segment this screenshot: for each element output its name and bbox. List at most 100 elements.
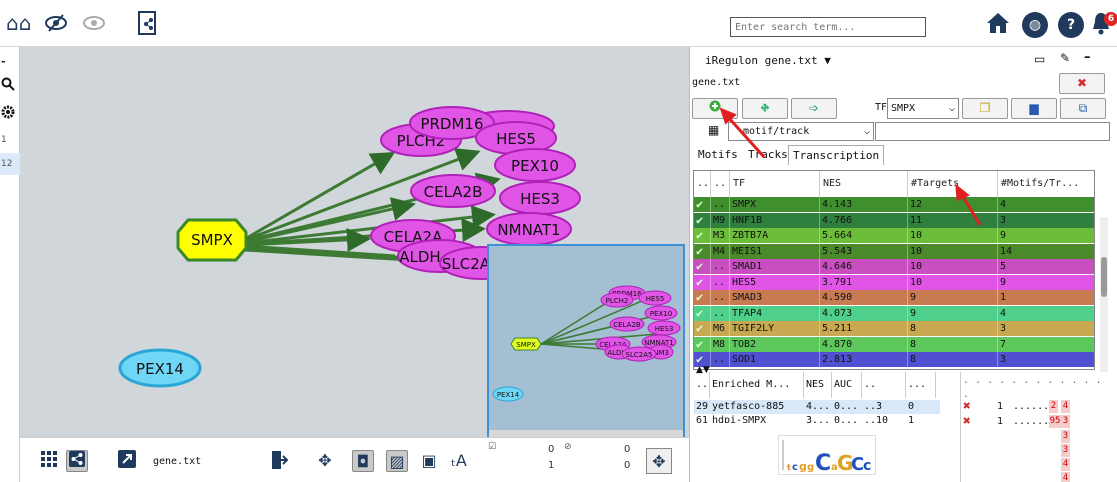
notification-badge: 6 <box>1104 12 1117 26</box>
column-header[interactable]: NES <box>820 171 908 197</box>
node-nmnat1[interactable]: NMNAT1 <box>486 212 572 246</box>
column-header[interactable]: TF <box>730 171 820 197</box>
filter-input[interactable] <box>875 122 1110 141</box>
eye-slash-icon[interactable]: ⊘ <box>564 442 572 452</box>
maximize-icon[interactable]: ▭ <box>1034 52 1046 66</box>
panel-menu-arrow[interactable]: ▼ <box>824 54 831 67</box>
filter-select[interactable]: motif/track⌵ <box>728 122 874 141</box>
svg-text:G: G <box>837 451 853 474</box>
svg-text:SLC2A: SLC2A <box>442 255 491 273</box>
table-row[interactable]: 4 <box>1061 458 1070 471</box>
check-icon: ✔ <box>694 305 711 321</box>
row-number-selected[interactable]: 12 <box>0 153 20 175</box>
column-header[interactable]: #Motifs/Tr... <box>998 171 1094 197</box>
external-link-icon[interactable] <box>116 450 138 472</box>
node-prdm16[interactable]: PRDM16 <box>409 106 495 140</box>
node-pex10[interactable]: PEX10 <box>494 148 576 182</box>
table-cell: 4.143 <box>820 197 908 212</box>
scrollbar-thumb[interactable] <box>1101 257 1107 297</box>
nav-node: SLC2A5 <box>621 346 657 362</box>
text-size-icon[interactable]: ₜA <box>451 451 467 470</box>
column-header[interactable]: Enriched M... <box>710 372 804 398</box>
table-cell: SMAD1 <box>730 259 820 274</box>
column-header-targets[interactable]: #Targets <box>908 171 998 197</box>
svg-text:C: C <box>851 454 864 474</box>
help-icon[interactable]: ? <box>1058 12 1084 38</box>
column-header[interactable]: .. <box>694 372 710 398</box>
splitter-arrows-icon[interactable]: ▲▼ <box>696 365 710 375</box>
table-row[interactable]: 61 hdpi-SMPX 3... 0... ..10 1 <box>696 415 915 423</box>
node-hes3[interactable]: HES3 <box>499 181 581 215</box>
minimize-icon[interactable]: – <box>1084 50 1091 65</box>
network-view-button[interactable]: ⛖ <box>742 98 788 119</box>
table-row[interactable]: 4 <box>961 472 1106 482</box>
table-row[interactable]: 3 <box>1061 444 1070 457</box>
remove-icon[interactable]: ✖ <box>963 399 971 414</box>
network-canvas[interactable]: PLCH2 PRDM16 HES5 PEX10 CELA2B HES3 NMNA… <box>20 47 689 442</box>
column-header[interactable]: .. <box>711 171 730 197</box>
share-network-icon[interactable] <box>66 450 88 472</box>
save-button[interactable]: ▆ <box>1011 98 1057 119</box>
table-row[interactable]: 3 <box>1061 430 1070 443</box>
annotation-icon[interactable]: ▣ <box>421 451 437 470</box>
svg-text:PEX14: PEX14 <box>136 360 184 378</box>
nodes-checkbox-icon[interactable]: ☑ <box>488 442 497 452</box>
pin-icon[interactable]: ✎ <box>1060 51 1071 65</box>
export-button[interactable]: ➩ <box>791 98 837 119</box>
column-header[interactable]: ... <box>906 372 936 398</box>
eye-slash-icon[interactable] <box>44 11 68 40</box>
node-cela2b[interactable]: CELA2B <box>410 174 496 208</box>
house-icon[interactable] <box>985 11 1011 40</box>
grid-icon[interactable] <box>38 450 60 472</box>
network-graph[interactable]: PLCH2 PRDM16 HES5 PEX10 CELA2B HES3 NMNA… <box>20 47 689 437</box>
export-icon[interactable] <box>268 450 290 472</box>
edge[interactable] <box>244 151 396 241</box>
table-scrollbar[interactable] <box>1100 217 1108 372</box>
select-nodes-icon[interactable]: ◘ <box>352 450 374 472</box>
table-row[interactable]: ✖ 1 ...... 2 4 <box>963 399 1070 414</box>
column-header[interactable]: .. <box>694 171 711 197</box>
network-file-icon[interactable] <box>137 11 159 42</box>
globe-icon[interactable]: ◍ <box>1022 12 1048 38</box>
select-edges-icon[interactable]: ▨ <box>386 450 408 472</box>
bottom-toolbar: gene.txt ✥ ◘ ▨ ▣ ₜA ☑ 0 1 ⊘ 0 0 ✥ <box>20 437 689 482</box>
navigator-panel[interactable]: PRDM16 PLCH2 HES5 PEX10 CELA2B HES3 NMNA… <box>487 244 685 442</box>
tf-select[interactable]: SMPX⌵ <box>887 98 959 119</box>
fit-view-icon[interactable]: ✥ <box>646 448 672 474</box>
remove-icon[interactable]: ✖ <box>963 414 971 429</box>
column-header[interactable]: AUC <box>832 372 862 398</box>
search-input[interactable] <box>730 17 926 37</box>
column-header[interactable]: .. <box>862 372 906 398</box>
home-icon[interactable]: ⌂⌂ <box>6 11 32 35</box>
table-row[interactable]: ✖ 1 ...... 95 3 <box>963 414 1070 429</box>
collapse-button[interactable]: - <box>1 55 6 68</box>
edge[interactable] <box>244 148 481 242</box>
gear-icon[interactable] <box>0 105 20 127</box>
node-pex14[interactable]: PEX14 <box>118 348 202 388</box>
close-results-button[interactable]: ✖ <box>1059 73 1105 94</box>
move-icon[interactable]: ✥ <box>318 451 332 470</box>
table-row[interactable]: 29 yetfasco-885 4... 0... ..3 0 <box>694 400 940 414</box>
tab-motifs[interactable]: Motifs <box>698 148 738 161</box>
search-icon[interactable] <box>0 77 20 99</box>
node-smpx[interactable]: SMPX <box>176 218 248 262</box>
clipboard-button[interactable]: ⧉ <box>1060 98 1106 119</box>
node-hes5[interactable]: HES5 <box>475 121 557 155</box>
table-cell: 10 <box>908 259 998 274</box>
edge[interactable] <box>244 197 416 244</box>
copy-button[interactable]: ❐ <box>962 98 1008 119</box>
column-header[interactable]: NES <box>804 372 832 398</box>
eye-icon[interactable] <box>82 11 106 40</box>
edge[interactable] <box>244 227 371 252</box>
